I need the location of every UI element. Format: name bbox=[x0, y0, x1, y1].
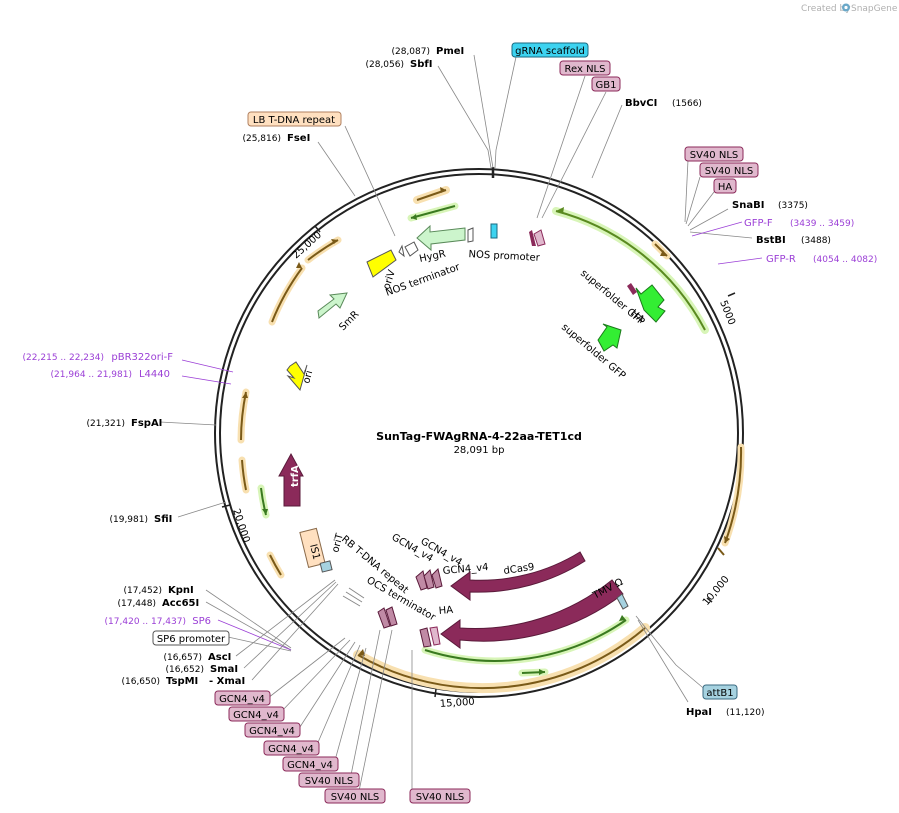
feature-shapes bbox=[278, 223, 666, 649]
tick-label-5000: 5000 bbox=[717, 299, 737, 327]
enzyme-labels: (28,087) PmeI (28,056) SbfI BbvCI (1566)… bbox=[86, 46, 830, 718]
enzyme-acc65i: Acc65I bbox=[162, 598, 199, 609]
plasmid-length: 28,091 bp bbox=[454, 445, 505, 456]
primer-sp6: SP6 bbox=[192, 616, 211, 627]
boxed-feature-labels: gRNA scaffold Rex NLS GB1 LB T-DNA repea… bbox=[152, 42, 759, 804]
enzyme-bstbi-pos: (3488) bbox=[801, 236, 831, 246]
primer-labels: GFP-F (3439 .. 3459) GFP-R (4054 .. 4082… bbox=[23, 218, 878, 627]
enzyme-smai: SmaI bbox=[210, 664, 238, 675]
label-sv40-nls-3: SV40 NLS bbox=[305, 776, 354, 787]
tick-label-15000: 15,000 bbox=[439, 697, 475, 710]
enzyme-sbfi: SbfI bbox=[410, 59, 432, 70]
plasmid-name: SunTag-FWAgRNA-4-22aa-TET1cd bbox=[376, 430, 582, 443]
snapgene-logo-icon bbox=[842, 3, 850, 12]
label-dcas9: dCas9 bbox=[503, 562, 535, 577]
label-ori: ori bbox=[301, 369, 315, 384]
label-gcn4-v4-5: GCN4_v4 bbox=[287, 760, 333, 771]
enzyme-bbvci-pos: (1566) bbox=[672, 99, 702, 109]
label-gb1: GB1 bbox=[596, 80, 617, 91]
label-is1: IS1 bbox=[307, 543, 321, 561]
label-rex-nls: Rex NLS bbox=[565, 64, 606, 75]
enzyme-kpni-pos: (17,452) bbox=[123, 586, 162, 596]
enzyme-xmai: - XmaI bbox=[209, 676, 245, 687]
primer-gfp-r-pos: (4054 .. 4082) bbox=[813, 255, 877, 265]
tick-marks bbox=[221, 167, 736, 698]
enzyme-bstbi: BstBI bbox=[756, 235, 786, 246]
primer-gfp-r: GFP-R bbox=[766, 254, 796, 265]
tick-label-20000: 20,000 bbox=[230, 508, 251, 545]
label-sp6-promoter: SP6 promoter bbox=[157, 634, 226, 645]
credit-created-by: Created by bbox=[801, 4, 851, 14]
primer-pbr322ori-f: pBR322ori-F bbox=[111, 352, 173, 363]
label-sv40-nls-5: SV40 NLS bbox=[416, 792, 465, 803]
primer-gfp-f: GFP-F bbox=[744, 218, 773, 229]
label-gcn4-v4-3: GCN4_v4 bbox=[249, 726, 295, 737]
enzyme-tspmi: TspMI bbox=[166, 676, 198, 687]
enzyme-hpai: HpaI bbox=[686, 707, 712, 718]
enzyme-snabi: SnaBI bbox=[732, 200, 764, 211]
enzyme-kpni: KpnI bbox=[168, 585, 194, 596]
label-nos-promoter: NOS promoter bbox=[468, 249, 541, 264]
label-sv40-nls-4: SV40 NLS bbox=[331, 792, 380, 803]
label-smr: SmR bbox=[337, 309, 361, 333]
enzyme-bbvci: BbvCI bbox=[625, 98, 657, 109]
enzyme-sbfi-pos: (28,056) bbox=[365, 60, 404, 70]
enzyme-sfii: SfiI bbox=[154, 514, 172, 525]
enzyme-sfii-pos: (19,981) bbox=[109, 515, 148, 525]
label-ha: HA bbox=[718, 182, 733, 193]
label-orit: oriT bbox=[330, 532, 346, 554]
label-gcn4-v4-inner-3: GCN4_v4 bbox=[442, 562, 489, 577]
feature-arcs bbox=[237, 186, 745, 694]
label-grna-scaffold: gRNA scaffold bbox=[515, 46, 585, 57]
enzyme-smai-pos: (16,652) bbox=[165, 665, 204, 675]
enzyme-fsei-pos: (25,816) bbox=[242, 134, 281, 144]
label-cas9: Cas9 bbox=[526, 633, 555, 649]
label-trfa: trfA bbox=[290, 465, 301, 487]
label-gcn4-v4-2: GCN4_v4 bbox=[233, 710, 279, 721]
enzyme-tspmi-pos: (16,650) bbox=[121, 677, 160, 687]
enzyme-asci-pos: (16,657) bbox=[163, 653, 202, 663]
tick-label-10000: 10,000 bbox=[701, 574, 732, 608]
enzyme-fspai: FspAI bbox=[131, 418, 162, 429]
primer-gfp-f-pos: (3439 .. 3459) bbox=[790, 219, 854, 229]
nos-promoter-shape bbox=[490, 223, 498, 239]
enzyme-hpai-pos: (11,120) bbox=[726, 708, 765, 718]
enzyme-fspai-pos: (21,321) bbox=[86, 419, 125, 429]
enzyme-asci: AscI bbox=[208, 652, 231, 663]
label-lb-t-dna-repeat: LB T-DNA repeat bbox=[253, 115, 335, 126]
label-nos-terminator: NOS terminator bbox=[384, 261, 462, 298]
credit-brand: SnapGene bbox=[851, 4, 898, 14]
enzyme-snabi-pos: (3375) bbox=[778, 201, 808, 211]
enzyme-fsei: FseI bbox=[287, 133, 310, 144]
label-attb1: attB1 bbox=[706, 688, 733, 699]
primer-l4440: L4440 bbox=[139, 369, 170, 380]
enzyme-pmei: PmeI bbox=[436, 46, 464, 57]
label-gcn4-v4-4: GCN4_v4 bbox=[268, 744, 314, 755]
enzyme-acc65i-pos: (17,448) bbox=[117, 599, 156, 609]
primer-l4440-pos: (21,964 .. 21,981) bbox=[51, 370, 132, 380]
label-sv40-nls-2: SV40 NLS bbox=[705, 166, 754, 177]
label-sv40-nls-1: SV40 NLS bbox=[690, 150, 739, 161]
label-gcn4-v4-1: GCN4_v4 bbox=[219, 694, 265, 705]
leader-lines bbox=[159, 54, 763, 797]
primer-pbr322ori-f-pos: (22,215 .. 22,234) bbox=[23, 353, 104, 363]
enzyme-pmei-pos: (28,087) bbox=[391, 47, 430, 57]
label-ha-inner-2: HA bbox=[438, 605, 453, 617]
primer-sp6-pos: (17,420 .. 17,437) bbox=[105, 617, 186, 627]
label-hygr: HygR bbox=[418, 249, 446, 265]
